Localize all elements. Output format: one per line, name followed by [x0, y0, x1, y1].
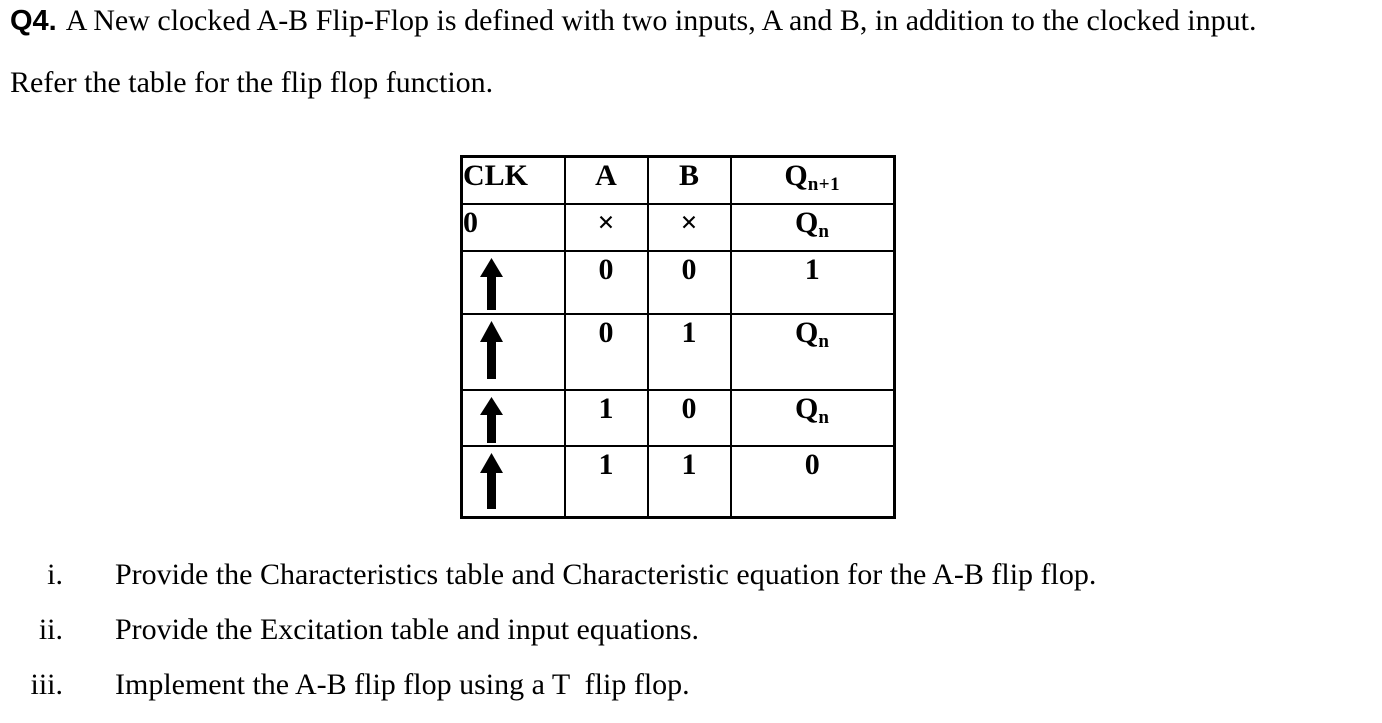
table-header-q-next: Qn+1 [729, 155, 896, 205]
question-intro-text: A New clocked A-B Flip-Flop is defined w… [65, 4, 1257, 37]
cell-b: 1 [646, 445, 732, 518]
cell-b: × [646, 203, 732, 252]
arrow-up-icon [480, 397, 503, 443]
question-intro-line-2: Refer the table for the flip flop functi… [10, 64, 493, 102]
header-q-subscript: n+1 [807, 174, 841, 195]
cell-a: 0 [563, 250, 649, 315]
cell-q-next: 1 [729, 250, 896, 315]
header-q-base: Q [784, 159, 808, 192]
cell-clk-rising-edge [460, 250, 566, 315]
cell-a: × [563, 203, 649, 252]
q-base: Q [795, 206, 819, 239]
table-row: 0 × × Qn [460, 203, 896, 252]
q-subscript: n [818, 407, 830, 428]
q-base: Q [795, 392, 819, 425]
cell-b: 1 [646, 313, 732, 391]
question-intro-line-1: Q4.A New clocked A-B Flip-Flop is define… [10, 2, 1256, 40]
cell-q-next: Qn [729, 203, 896, 252]
header-a-text: A [595, 159, 617, 192]
question-number-label: Q4. [10, 5, 57, 37]
flip-flop-function-table: CLK A B Qn+1 0 × × Qn 0 0 1 0 1 Qn [460, 155, 896, 519]
cell-a: 1 [563, 445, 649, 518]
subquestion-item-iii: iii. Implement the A-B flip flop using a… [0, 667, 1096, 703]
cell-clk-rising-edge [460, 445, 566, 518]
subquestion-numeral: i. [47, 558, 63, 591]
table-row: 0 0 1 [460, 250, 896, 315]
cell-q-next: Qn [729, 389, 896, 447]
cell-b: 0 [646, 250, 732, 315]
q-base: 1 [804, 253, 820, 286]
subquestion-item-ii: ii. Provide the Excitation table and inp… [0, 612, 1096, 648]
table-header-row: CLK A B Qn+1 [460, 155, 896, 205]
question-intro-text-2: Refer the table for the flip flop functi… [10, 66, 494, 99]
q-base: 0 [804, 448, 820, 481]
table-row: 0 1 Qn [460, 313, 896, 391]
arrow-up-icon [480, 453, 503, 509]
cell-clk-rising-edge [460, 313, 566, 391]
cell-q-next: 0 [729, 445, 896, 518]
table-header-a: A [563, 155, 649, 205]
cell-a: 1 [563, 389, 649, 447]
subquestion-text: Provide the Excitation table and input e… [115, 613, 700, 646]
table-row: 1 1 0 [460, 445, 896, 518]
cell-q-next: Qn [729, 313, 896, 391]
clk-value: 0 [463, 206, 479, 239]
subquestion-text: Provide the Characteristics table and Ch… [115, 558, 1097, 591]
cell-a: 0 [563, 313, 649, 391]
cell-b: 0 [646, 389, 732, 447]
subquestion-text: Implement the A-B flip flop using a T fl… [115, 668, 690, 701]
subquestion-numeral: iii. [30, 668, 63, 701]
table-row: 1 0 Qn [460, 389, 896, 447]
header-b-text: B [678, 159, 699, 192]
cell-clk-rising-edge [460, 389, 566, 447]
q-subscript: n [818, 221, 830, 242]
q-subscript: n [818, 331, 830, 352]
subquestion-list: i. Provide the Characteristics table and… [0, 557, 1096, 722]
cell-clk-0: 0 [460, 203, 566, 252]
subquestion-numeral: ii. [38, 613, 63, 646]
table-header-b: B [646, 155, 732, 205]
header-clk-text: CLK [463, 159, 529, 192]
subquestion-item-i: i. Provide the Characteristics table and… [0, 557, 1096, 593]
arrow-up-icon [480, 321, 503, 379]
arrow-up-icon [480, 258, 503, 310]
q-base: Q [795, 316, 819, 349]
table-header-clk: CLK [460, 155, 566, 205]
